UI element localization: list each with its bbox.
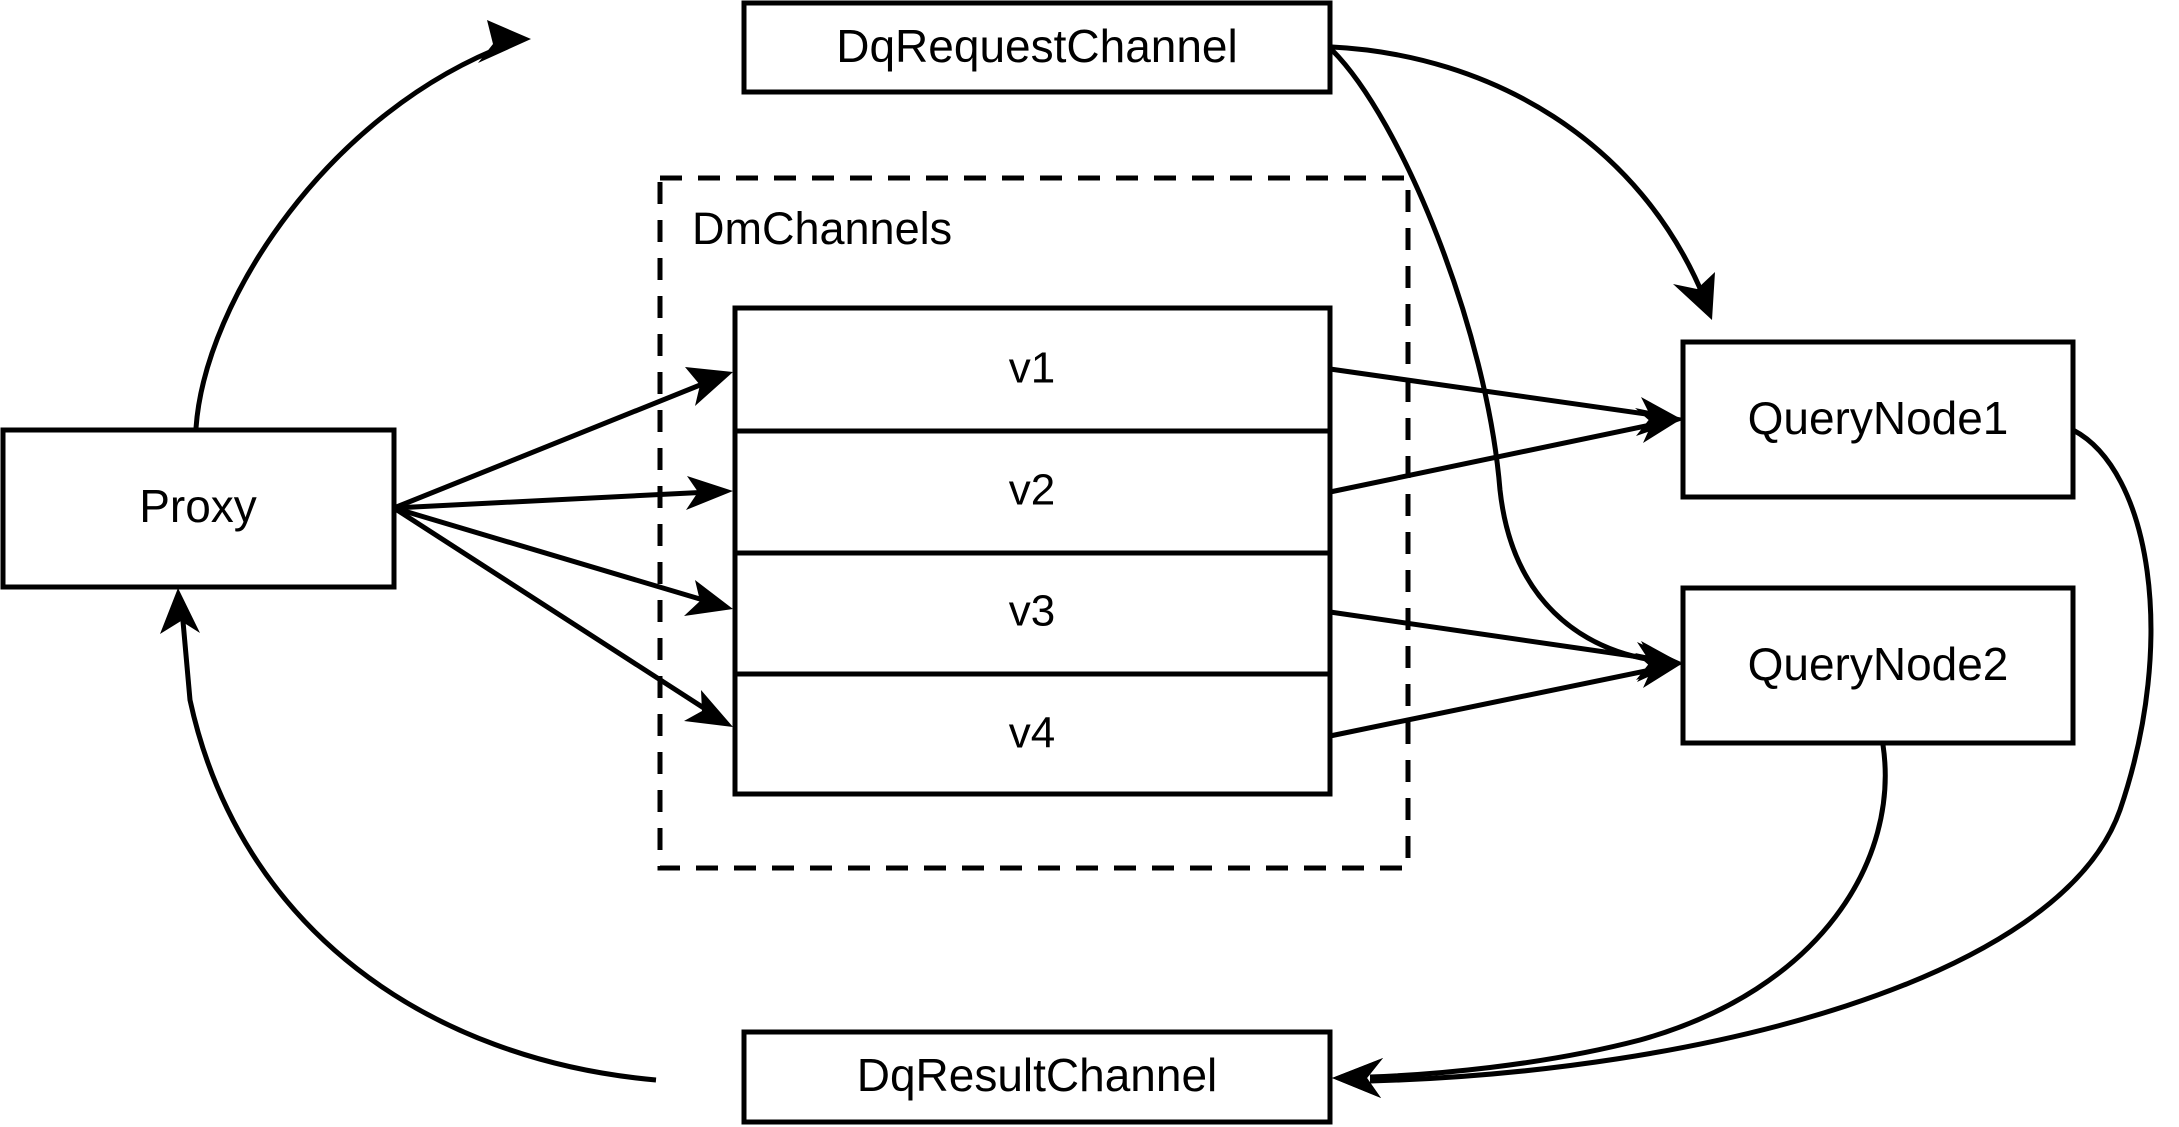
dq-result-channel-box[interactable]: [741, 1029, 1333, 1125]
node-dq-result-channel[interactable]: DqResultChannel: [741, 1029, 1333, 1125]
dm-channels-table: v1 v2 v3 v4: [732, 305, 1333, 797]
query-node-2-label: QueryNode2: [1748, 638, 2009, 690]
dm-channels-group: DmChannels: [657, 175, 1411, 871]
edge-proxy-to-v3: [393, 505, 733, 616]
channel-label-v2: v2: [1009, 466, 1055, 515]
edge-v4-to-query-node-2: [1329, 653, 1683, 739]
edge-dq-result-channel-to-proxy: [160, 588, 657, 1083]
table-row[interactable]: v2: [1009, 466, 1055, 515]
edge-dq-request-channel-to-query-node-2: [1330, 48, 1681, 682]
table-row[interactable]: v4: [1009, 709, 1055, 758]
table-row[interactable]: v3: [1009, 587, 1055, 636]
arrowhead-icon: [685, 367, 733, 406]
arrowhead-icon: [1635, 653, 1683, 688]
edge-dq-request-channel-to-query-node-1: [1331, 44, 1715, 320]
edge-proxy-to-dq-request-channel: [193, 20, 531, 429]
edge-proxy-to-v1: [393, 367, 733, 511]
channel-label-v1: v1: [1009, 344, 1055, 393]
channel-label-v3: v3: [1009, 587, 1055, 636]
arrowhead-icon: [684, 580, 733, 616]
query-node-1-box[interactable]: [1680, 339, 2076, 500]
node-query-node-1[interactable]: QueryNode1: [1680, 339, 2076, 500]
channel-label-v4: v4: [1009, 709, 1055, 758]
edge-query-node-2-to-dq-result-channel: [1332, 744, 1888, 1098]
proxy-label: Proxy: [139, 480, 257, 532]
edge-proxy-to-v2: [393, 476, 733, 511]
arrowhead-icon: [478, 20, 531, 63]
arrowhead-icon: [1635, 408, 1683, 443]
edge-proxy-to-v4: [392, 505, 733, 727]
node-dq-request-channel[interactable]: DqRequestChannel: [741, 0, 1333, 95]
dq-request-channel-label: DqRequestChannel: [836, 20, 1238, 72]
proxy-box[interactable]: [0, 427, 397, 590]
table-row[interactable]: v1: [1009, 344, 1055, 393]
arrowhead-icon: [160, 588, 200, 634]
node-proxy[interactable]: Proxy: [0, 427, 397, 590]
node-query-node-2[interactable]: QueryNode2: [1680, 585, 2076, 746]
dq-request-channel-box[interactable]: [741, 0, 1333, 95]
arrowhead-icon: [684, 690, 733, 727]
arrowhead-icon: [686, 476, 733, 510]
dq-result-channel-label: DqResultChannel: [857, 1049, 1218, 1101]
arrowhead-icon: [1673, 272, 1715, 320]
dm-channels-label: DmChannels: [692, 203, 952, 254]
query-node-2-box[interactable]: [1680, 585, 2076, 746]
arrowhead-icon: [1332, 1058, 1383, 1098]
edge-v3-to-query-node-2: [1329, 609, 1683, 680]
query-node-1-label: QueryNode1: [1748, 392, 2009, 444]
edge-v2-to-query-node-1: [1329, 408, 1683, 495]
edge-v1-to-query-node-1: [1329, 366, 1683, 436]
